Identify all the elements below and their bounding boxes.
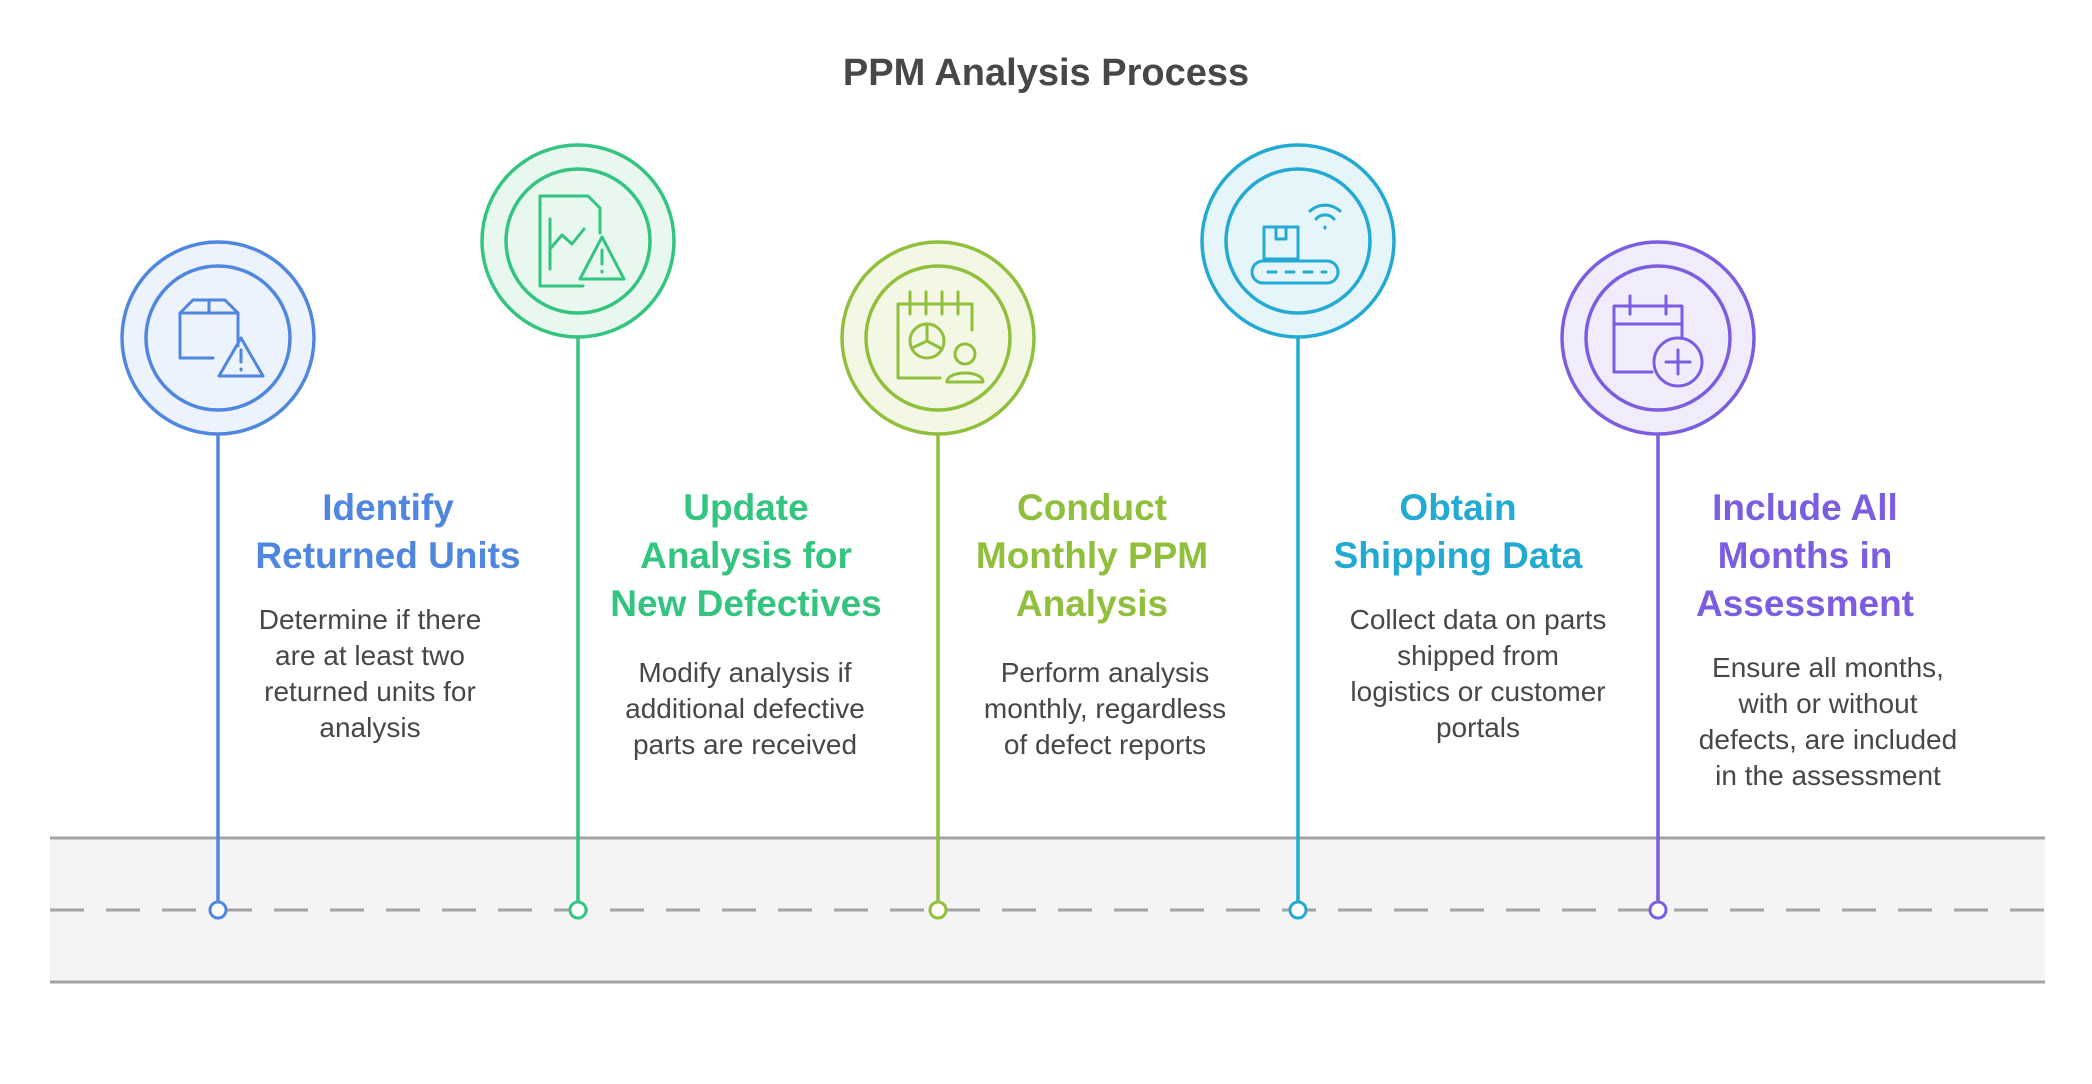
step-2-description-line: additional defective	[625, 693, 865, 724]
step-3-inner-ring	[864, 264, 1012, 412]
step-5-description-line: with or without	[1738, 688, 1918, 719]
step-1-road-marker	[208, 900, 228, 920]
step-3-title-line: Conduct	[1016, 487, 1168, 528]
step-4-title-line: Shipping Data	[1333, 535, 1583, 576]
step-5-description-line: in the assessment	[1715, 760, 1941, 791]
step-1-description-line: Determine if there	[258, 604, 482, 635]
calendar-plus-icon	[1612, 294, 1704, 388]
step-1-inner-ring	[144, 264, 292, 412]
step-2-title-line: Update	[683, 487, 809, 528]
step-3-node	[840, 240, 1036, 920]
step-3-description: Perform analysis monthly, regardless of de…	[984, 655, 1226, 763]
chart-warning-icon	[538, 194, 626, 288]
step-4-description: Collect data on parts shipped from logisti…	[1350, 602, 1607, 746]
step-1-description-line: analysis	[319, 712, 421, 743]
step-5-description: Ensure all months, with or without defects…	[1699, 650, 1957, 794]
step-3-title-line: Monthly PPM	[975, 535, 1209, 576]
step-2-description: Modify analysis if additional defective pa…	[625, 655, 865, 763]
step-3-description-line: of defect reports	[1003, 729, 1207, 760]
step-5-description-line: Ensure all months,	[1712, 652, 1944, 683]
step-3-description-line: monthly, regardless	[983, 693, 1227, 724]
step-2-inner-ring	[504, 167, 652, 315]
step-1-title-line: Identify	[322, 487, 454, 528]
step-2-description-line: Modify analysis if	[638, 657, 852, 688]
steps-layer	[120, 143, 1756, 920]
calendar-chart-user-icon	[896, 290, 985, 384]
step-1-description-line: are at least two	[275, 640, 465, 671]
step-2-road-marker	[568, 900, 588, 920]
conveyor-wifi-icon	[1250, 203, 1342, 285]
step-4-title-line: Obtain	[1399, 487, 1517, 528]
step-3-description-line: Perform analysis	[1000, 657, 1210, 688]
step-1-title-line: Returned Units	[255, 535, 521, 576]
step-4-description-line: logistics or customer	[1350, 676, 1606, 707]
step-1-node	[120, 240, 316, 920]
step-5-title-line: Assessment	[1695, 583, 1915, 624]
road-band	[50, 838, 2045, 982]
step-2-node	[480, 143, 676, 920]
box-warning-icon	[178, 298, 265, 378]
step-4-description-line: shipped from	[1397, 640, 1559, 671]
step-5-title-line: Include All	[1712, 487, 1898, 528]
step-1-description-line: returned units for	[264, 676, 476, 707]
step-3-road-marker	[928, 900, 948, 920]
step-4-road-marker	[1288, 900, 1308, 920]
step-5-road-marker	[1648, 900, 1668, 920]
step-5-title-line: Months in	[1717, 535, 1893, 576]
step-5-inner-ring	[1584, 264, 1732, 412]
step-2-title-line: Analysis for	[640, 535, 852, 576]
step-2-title-line: New Defectives	[610, 583, 882, 624]
step-4-description-line: Collect data on parts	[1349, 604, 1607, 635]
step-5-node	[1560, 240, 1756, 920]
step-5-description-line: defects, are included	[1698, 724, 1958, 755]
step-4-node	[1200, 143, 1396, 920]
step-4-description-line: portals	[1435, 712, 1521, 743]
step-1-description: Determine if there are at least two return…	[259, 602, 482, 746]
step-3-title-line: Analysis	[1015, 583, 1169, 624]
diagram-title: PPM Analysis Process	[842, 52, 1250, 94]
step-2-description-line: parts are received	[632, 729, 858, 760]
